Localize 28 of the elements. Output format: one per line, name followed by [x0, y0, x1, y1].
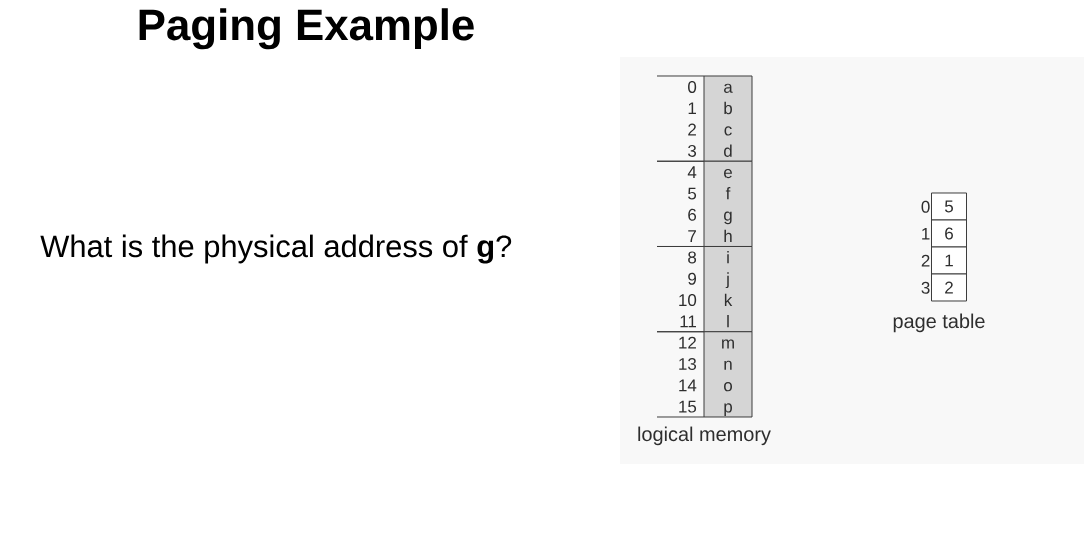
address-number: 6 — [688, 208, 697, 221]
index-number: 3 — [921, 281, 930, 294]
address-number: 7 — [688, 230, 696, 242]
address-number: 13 — [679, 358, 697, 370]
table-cell: 1 — [931, 246, 967, 275]
address-number: 9 — [688, 272, 696, 285]
index-number: 2 — [921, 254, 930, 267]
address-number: 10 — [679, 294, 697, 307]
address-number: 12 — [679, 336, 696, 349]
slide-title: Paging Example — [139, 8, 474, 50]
table-cell: 5 — [931, 192, 967, 221]
address-number: 1 — [688, 102, 696, 115]
index-number: 0 — [921, 200, 930, 213]
address-number: 14 — [679, 379, 697, 392]
address-number: 0 — [688, 80, 697, 93]
index-number: 1 — [922, 227, 930, 240]
address-number: 4 — [687, 166, 697, 178]
table-caption: page table — [893, 313, 985, 333]
table-cell: 6 — [931, 219, 967, 248]
address-number: 5 — [688, 187, 697, 200]
address-number: 8 — [688, 251, 697, 264]
table-cell: 2 — [931, 273, 967, 302]
address-number: 15 — [679, 400, 697, 413]
table-caption: logical memory — [638, 426, 771, 446]
address-number: 2 — [688, 123, 696, 136]
address-number: 3 — [688, 144, 697, 157]
address-number: 11 — [680, 315, 696, 328]
question-text: What is the physical address of g? — [40, 234, 512, 264]
